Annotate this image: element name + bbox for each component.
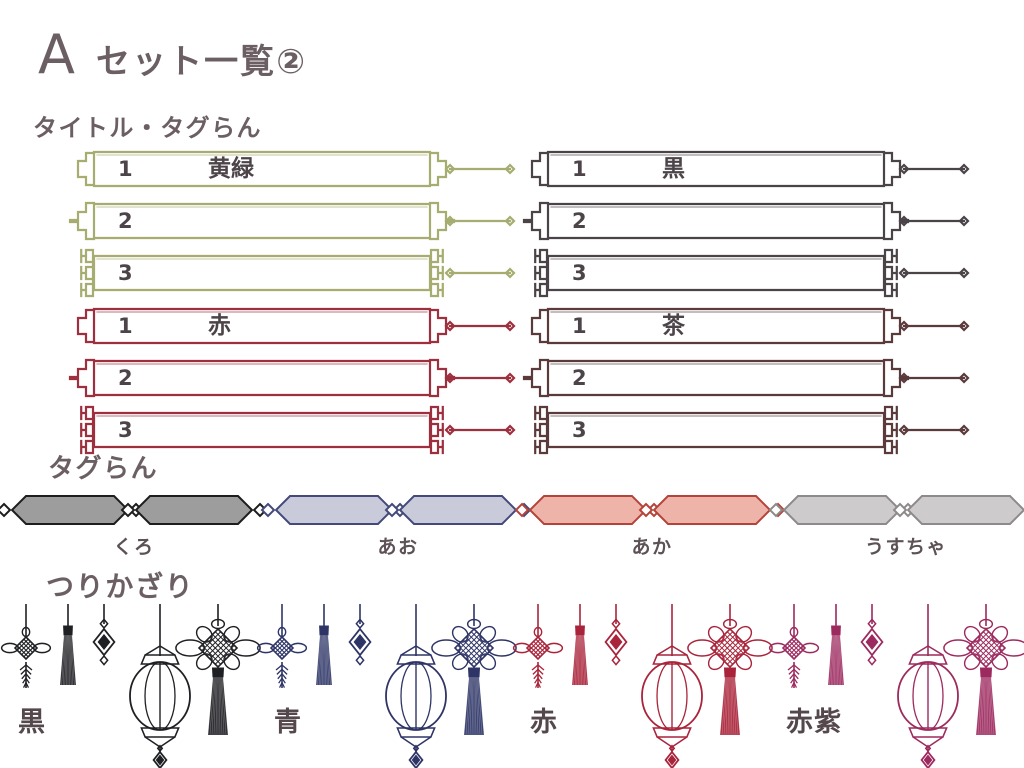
banner-frame — [76, 307, 516, 345]
banner-frame — [534, 248, 970, 298]
banner-frame — [68, 358, 516, 398]
tag-label: うすちゃ — [864, 536, 948, 558]
ornament-label: 青 — [274, 707, 303, 738]
section-title-tag: タグらん — [48, 454, 159, 484]
tag-pair: くろ — [0, 488, 268, 558]
ornament-label: 黒 — [18, 707, 47, 738]
ornament-group-aka: 赤 — [512, 600, 773, 768]
tag-row: くろ あお あか うすちゃ — [0, 488, 1024, 558]
banner-frame — [76, 150, 516, 188]
ornament-group-kuro: 黒 — [0, 600, 261, 768]
section-title-hanging: つりかざり — [46, 570, 195, 603]
tag-pair: うすちゃ — [768, 488, 1024, 558]
ornament-group-ao: 青 — [256, 600, 517, 768]
tag-pair: あか — [514, 488, 786, 558]
banner-frame — [530, 307, 970, 345]
tag-label: くろ — [113, 536, 155, 558]
banner-frame — [522, 201, 970, 241]
section-title-title-tag: タイトル・タグらん — [33, 114, 262, 142]
banner-frame — [530, 150, 970, 188]
tag-label: あか — [631, 536, 673, 558]
tag-shape[interactable] — [0, 488, 268, 532]
ornament-illustration[interactable] — [512, 600, 773, 768]
tag-label: あお — [377, 536, 419, 558]
banner-frame — [80, 405, 516, 455]
ornament-illustration[interactable] — [768, 600, 1024, 768]
banner-frame — [534, 405, 970, 455]
ornament-illustration[interactable] — [256, 600, 517, 768]
ornament-label: 赤 — [530, 707, 559, 738]
ornament-group-akamurasaki: 赤紫 — [768, 600, 1024, 768]
tag-shape[interactable] — [260, 488, 532, 532]
banner-frame — [68, 201, 516, 241]
ornament-illustration[interactable] — [0, 600, 261, 768]
banner-frame — [80, 248, 516, 298]
tag-shape[interactable] — [514, 488, 786, 532]
page-title-letter: A — [38, 23, 79, 86]
tag-pair: あお — [260, 488, 532, 558]
page-title: セット一覧② — [96, 42, 308, 82]
banner-frame — [522, 358, 970, 398]
ornament-label: 赤紫 — [786, 707, 843, 738]
tag-shape[interactable] — [768, 488, 1024, 532]
